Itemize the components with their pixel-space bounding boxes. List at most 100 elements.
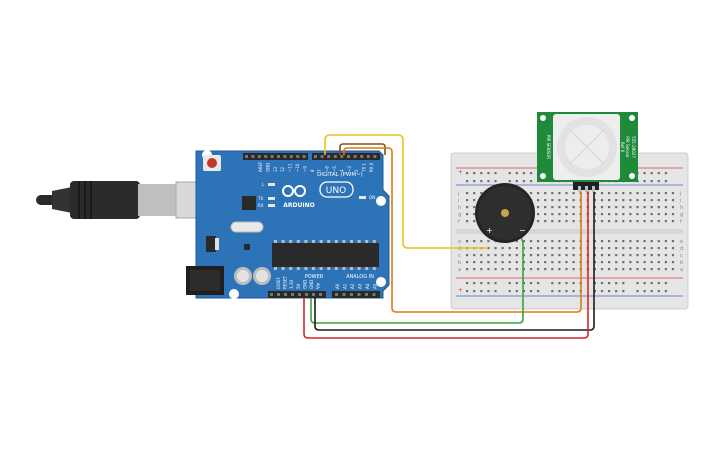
row-letter: d <box>680 246 683 252</box>
terminal-hole <box>671 213 675 216</box>
rail-hole <box>622 290 625 293</box>
header-pin <box>296 155 300 158</box>
rx-led-label: RX <box>258 203 264 208</box>
wire-orange[interactable] <box>343 147 582 313</box>
terminal-hole <box>636 199 639 202</box>
arduino-logo: ARDUINO UNO <box>282 181 354 209</box>
rail-hole <box>593 282 596 285</box>
terminal-hole <box>643 199 646 202</box>
terminal-hole <box>622 268 625 271</box>
tx-led-label: TX <box>257 196 263 201</box>
terminal-hole <box>622 192 625 195</box>
top-pin-label: ~6 <box>325 166 330 172</box>
terminal-hole <box>558 268 561 271</box>
top-pin-label: 4 <box>339 169 344 172</box>
reset-button-cap[interactable] <box>207 158 217 168</box>
power-pin-label: Vin <box>316 282 321 289</box>
rail-hole <box>608 282 611 285</box>
terminal-hole <box>615 268 618 271</box>
chip-leg <box>357 267 361 270</box>
row-letter: a <box>680 267 683 273</box>
top-pin-label: RX 0 <box>369 162 374 172</box>
header-pin <box>342 293 346 296</box>
terminal-hole <box>643 213 646 216</box>
wire-red[interactable] <box>303 191 589 339</box>
row-letter: c <box>458 253 461 259</box>
atmega-chip <box>272 243 379 267</box>
terminal-hole <box>622 247 625 250</box>
terminal-hole <box>537 220 540 223</box>
terminal-hole <box>636 192 639 195</box>
header-pin <box>291 293 294 296</box>
pir-hole <box>629 173 635 179</box>
wire-green[interactable] <box>310 233 524 324</box>
terminal-hole <box>629 268 632 271</box>
rail-hole <box>608 290 611 293</box>
wire-yellow[interactable] <box>324 134 488 249</box>
wire-brown[interactable] <box>339 143 386 155</box>
rail-hole <box>522 172 525 175</box>
header-pin <box>350 293 353 296</box>
terminal-hole <box>593 220 596 223</box>
header-pin <box>251 155 255 158</box>
rail-hole <box>480 172 483 175</box>
terminal-hole <box>494 261 497 264</box>
chip-leg <box>281 267 285 270</box>
terminal-hole <box>629 240 632 243</box>
rail-hole <box>657 282 660 285</box>
terminal-hole <box>636 206 639 209</box>
terminal-hole <box>608 220 611 223</box>
rail-hole <box>515 180 518 183</box>
wire-black[interactable] <box>314 191 595 331</box>
analog-pin-label: A3 <box>358 283 363 289</box>
header-pin <box>335 293 338 296</box>
terminal-hole <box>664 240 667 243</box>
terminal-hole <box>480 254 483 257</box>
terminal-hole <box>650 247 653 250</box>
analog-header <box>332 291 380 298</box>
chip-leg <box>304 267 308 270</box>
terminal-hole <box>551 220 554 223</box>
terminal-hole <box>487 254 490 257</box>
header-pin <box>366 155 370 158</box>
top-pin-label: 7 <box>317 169 322 172</box>
pir-pin <box>578 186 581 192</box>
rail-hole <box>650 172 653 175</box>
pir-left-label: PIR SENSOR <box>546 135 551 159</box>
voltage-regulator <box>206 236 216 252</box>
terminal-hole <box>494 254 497 257</box>
terminal-hole <box>544 206 547 209</box>
pir-sensor[interactable]: PIR SENSOR PIR Sensor Ref 0 555-28027 <box>537 112 638 192</box>
terminal-hole <box>600 240 604 243</box>
header-pin <box>298 293 301 296</box>
terminal-hole <box>515 240 518 243</box>
rail-hole <box>529 172 533 175</box>
terminal-hole <box>558 247 561 250</box>
rail-hole <box>473 172 476 175</box>
terminal-hole <box>551 268 554 271</box>
row-letter: i <box>680 198 681 204</box>
analog-pin-label: A4 <box>365 283 370 289</box>
terminal-hole <box>657 199 660 202</box>
chip-leg <box>342 267 346 270</box>
terminal-hole <box>650 199 653 202</box>
terminal-hole <box>615 220 618 223</box>
crystal-oscillator <box>230 221 264 233</box>
pir-right-label-3: 555-28027 <box>631 136 636 158</box>
terminal-hole <box>657 268 660 271</box>
row-letter: e <box>680 239 683 245</box>
rail-hole <box>572 282 575 285</box>
rail-hole <box>515 282 518 285</box>
chip-leg <box>350 240 353 243</box>
terminal-hole <box>537 240 540 243</box>
terminal-hole <box>544 213 547 216</box>
terminal-hole <box>600 261 604 264</box>
terminal-hole <box>629 206 632 209</box>
mounting-hole <box>376 196 386 206</box>
terminal-hole <box>643 220 646 223</box>
terminal-hole <box>537 199 540 202</box>
piezo-buzzer[interactable]: + − <box>475 183 535 243</box>
analog-label: ANALOG IN <box>346 274 374 280</box>
terminal-hole <box>593 199 596 202</box>
rail-hole <box>487 172 490 175</box>
